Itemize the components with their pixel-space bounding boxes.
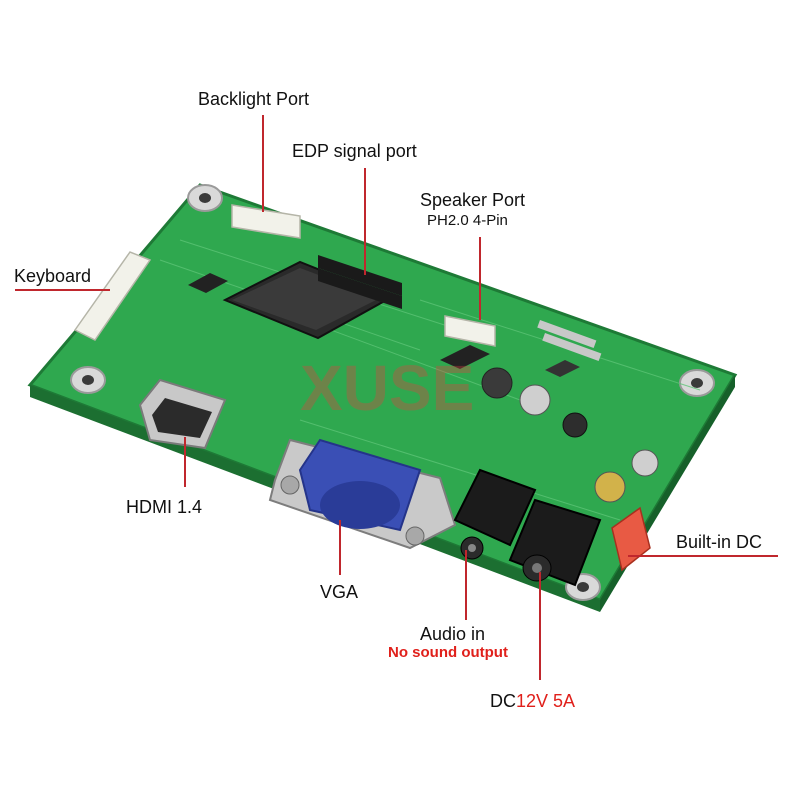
edp-pin-header [318,255,402,309]
label-speaker-port-spec: PH2.0 4-Pin [427,212,508,229]
backlight-connector [231,204,301,239]
vga-port-icon [268,438,457,550]
label-hdmi: HDMI 1.4 [126,497,203,517]
jumper-pins [537,320,602,362]
small-chip [440,345,490,369]
label-built-in-dc: Built-in DC [676,532,763,552]
label-dc-rating: DC12V 5A [490,692,575,710]
label-backlight-port: Backlight Port [198,89,310,109]
dc-prefix: DC [490,691,516,711]
small-chip [188,273,228,293]
label-vga: VGA [320,582,359,602]
leader-lines [15,115,778,680]
small-chip [545,360,580,377]
label-keyboard: Keyboard [14,266,92,286]
built-in-dc-connector [611,506,651,572]
hdmi-port-icon [138,378,227,450]
watermark: XUSE [300,352,474,424]
dc-jack-icon [508,498,602,587]
audio-jack-icon [453,468,537,560]
capacitors [481,367,659,503]
keyboard-connector [73,251,152,341]
speaker-connector [444,315,496,347]
label-audio-note: No sound output [388,644,508,661]
label-edp-signal-port: EDP signal port [292,141,417,161]
label-speaker-port: Speaker Port [420,190,526,210]
dc-rating-value: 12V 5A [516,691,576,711]
label-audio-in: Audio in [420,624,486,644]
